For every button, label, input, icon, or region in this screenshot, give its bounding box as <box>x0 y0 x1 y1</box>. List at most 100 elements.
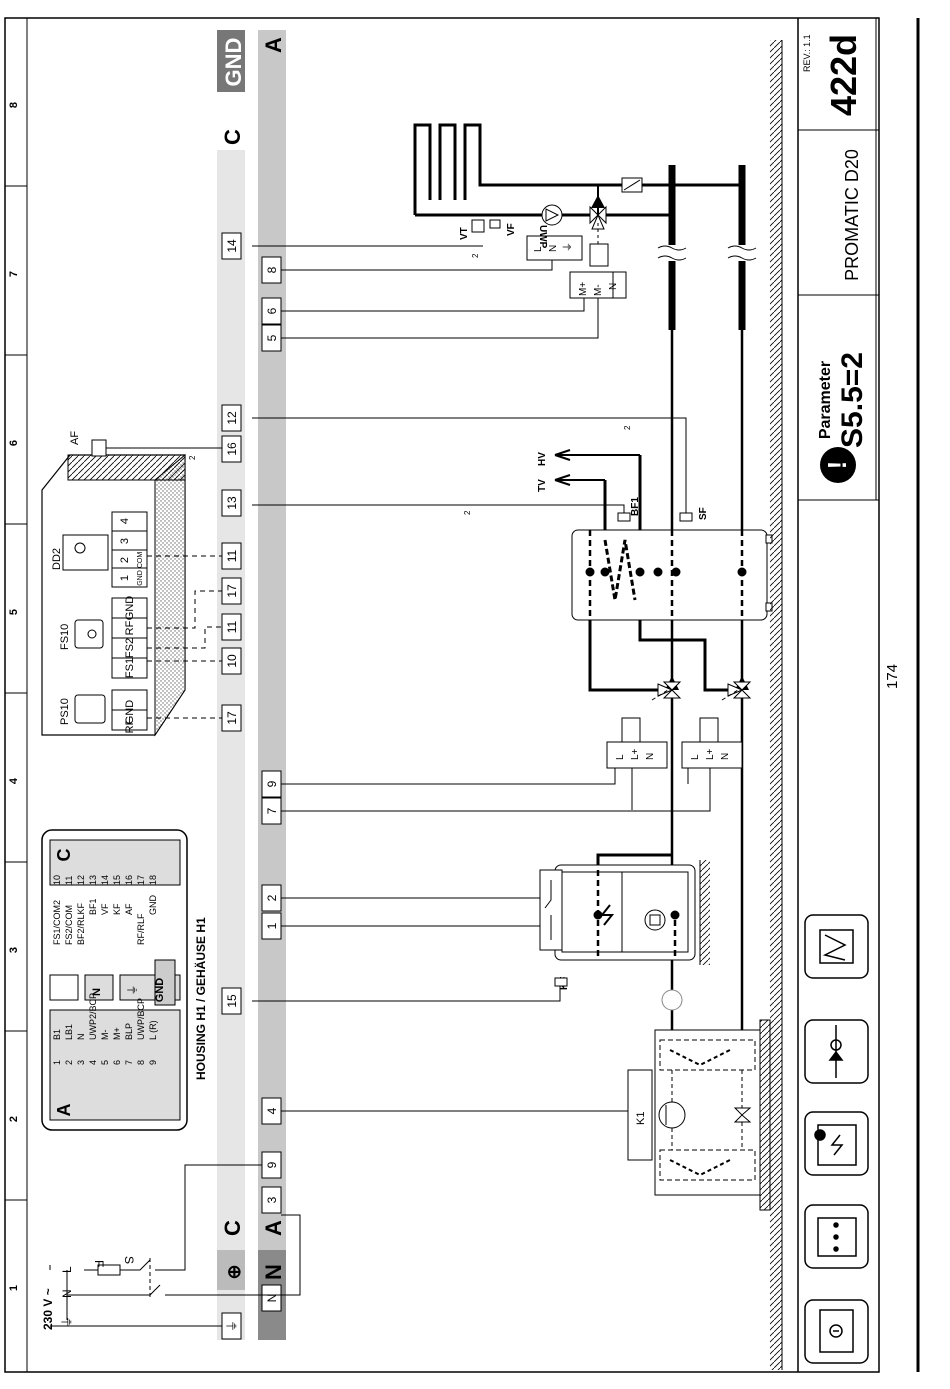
vf-label: VF <box>506 223 517 236</box>
room-units-box <box>41 453 186 737</box>
terminal-c-13: 13 <box>221 489 242 517</box>
valve-term: L+ <box>630 748 641 760</box>
svg-text:N: N <box>265 1294 279 1303</box>
heat-pump <box>627 1029 761 1196</box>
bus-pe-head <box>217 1250 245 1290</box>
svg-text:3: 3 <box>265 1196 279 1203</box>
mixer-term: M+ <box>578 282 589 296</box>
legend-c-row: RF/RLF <box>136 913 146 945</box>
mixer-valve-2 <box>727 681 752 699</box>
terminal-c-10: 10 <box>221 647 242 675</box>
sf-sensor <box>679 512 693 522</box>
bus-label-a-top: A <box>261 37 286 53</box>
terminal-a-8: 8 <box>261 256 282 284</box>
terminal-c-15: 15 <box>221 987 242 1015</box>
svg-text:⏚: ⏚ <box>225 1320 239 1332</box>
legend-pe: ⏚ <box>126 985 139 996</box>
legend-c-row: 11 <box>64 876 74 885</box>
mixer-valve-main <box>569 205 627 299</box>
earth-label: ⏚ <box>60 1316 74 1328</box>
valve-term: L <box>690 754 701 760</box>
svg-text:8: 8 <box>265 266 279 273</box>
ps10-term: RF <box>124 718 136 733</box>
svg-text:14: 14 <box>225 239 239 253</box>
legend-a-row: BLP <box>124 1023 134 1040</box>
model-name: PROMATIC D20 <box>842 149 862 281</box>
terminal-a-9b: 9 <box>261 770 282 798</box>
terminal-c-17b: 17 <box>221 577 242 605</box>
bf1-sensor <box>617 512 631 522</box>
svg-text:10: 10 <box>225 654 239 668</box>
af-label: AF <box>69 431 81 445</box>
bus-label-n: N <box>261 1264 286 1280</box>
outer-frame <box>4 17 880 1373</box>
legend-a-row: M+ <box>112 1027 122 1040</box>
legend-c-row: 13 <box>88 875 98 885</box>
vf-sensor <box>489 219 501 229</box>
terminal-c-16: 16 <box>221 435 242 463</box>
legend-c-row: 14 <box>100 875 110 885</box>
terminal-a-6: 6 <box>261 297 282 325</box>
grid-number: 1 <box>8 1285 20 1291</box>
power-supply <box>49 1164 301 1327</box>
cable-count: 2 <box>471 253 480 258</box>
terminal-c-11b: 11 <box>221 542 242 570</box>
fs10-term: RF <box>124 620 136 635</box>
legend-a-row: L (R) <box>148 1020 158 1040</box>
legend-a-row: M- <box>100 1030 110 1041</box>
dd2-sub: GND <box>137 570 144 586</box>
terminal-a-4: 4 <box>261 1097 282 1125</box>
svg-text:16: 16 <box>225 442 239 456</box>
kf-sensor <box>554 977 568 987</box>
bus-c <box>217 30 245 1340</box>
bus-label-c-bottom: C <box>220 1220 245 1236</box>
legend-c-row: VF <box>100 903 110 915</box>
buffer-tank <box>571 529 773 621</box>
ps10-label: PS10 <box>59 698 71 725</box>
svg-text:2: 2 <box>265 894 279 901</box>
legend-gnd: GND <box>154 978 166 1003</box>
phase-l-label: L <box>60 1266 74 1273</box>
legend-a-row: 2 <box>64 1060 74 1065</box>
control-panel-icon <box>804 1204 869 1269</box>
pipe-break <box>730 245 754 261</box>
legend-box <box>41 829 188 1131</box>
grid-number: 2 <box>8 1116 20 1122</box>
legend-c-row: 15 <box>112 875 122 885</box>
dd2-term: 1 <box>119 575 131 581</box>
ps10-term: GND <box>124 700 136 725</box>
warning-icon: ! <box>820 447 856 483</box>
legend-header-a: A <box>54 1104 74 1117</box>
param-label: Parameter <box>817 361 834 439</box>
grid-ticks <box>5 185 27 1201</box>
legend-a-row: N <box>76 1034 86 1041</box>
fs10-term: FS2 <box>124 638 136 658</box>
uwp-label: UWP <box>537 225 548 249</box>
legend-c-row: 12 <box>76 875 86 885</box>
svg-text:7: 7 <box>265 807 279 814</box>
bf1-label: BF1 <box>630 497 641 516</box>
terminal-c-11a: 11 <box>221 613 242 641</box>
boiler <box>539 864 696 961</box>
terminal-n: N <box>261 1284 282 1312</box>
bus-label-c-top: C <box>220 129 245 145</box>
svg-text:1: 1 <box>265 922 279 929</box>
terminal-a-1: 1 <box>261 912 282 940</box>
valve-term: N <box>645 753 656 760</box>
terminal-pe: ⏚ <box>221 1312 242 1340</box>
fs10-label: FS10 <box>59 624 71 650</box>
bus-label-gnd: GND <box>221 38 246 87</box>
legend-c-row: KF <box>112 903 122 915</box>
fs10-term: FS1 <box>124 658 136 678</box>
motor-actuator <box>621 177 643 193</box>
title-block <box>798 18 879 501</box>
buffer-tank-icon <box>804 914 869 979</box>
terminal-a-9a: 9 <box>261 1151 282 1179</box>
bus-gnd-head <box>217 30 245 92</box>
hv-label: HV <box>537 452 548 466</box>
terminal-c-17a: 17 <box>221 704 242 732</box>
ps10-device <box>74 689 148 731</box>
dd2-label: DD2 <box>51 548 63 570</box>
dd2-sub: COM <box>137 552 144 569</box>
